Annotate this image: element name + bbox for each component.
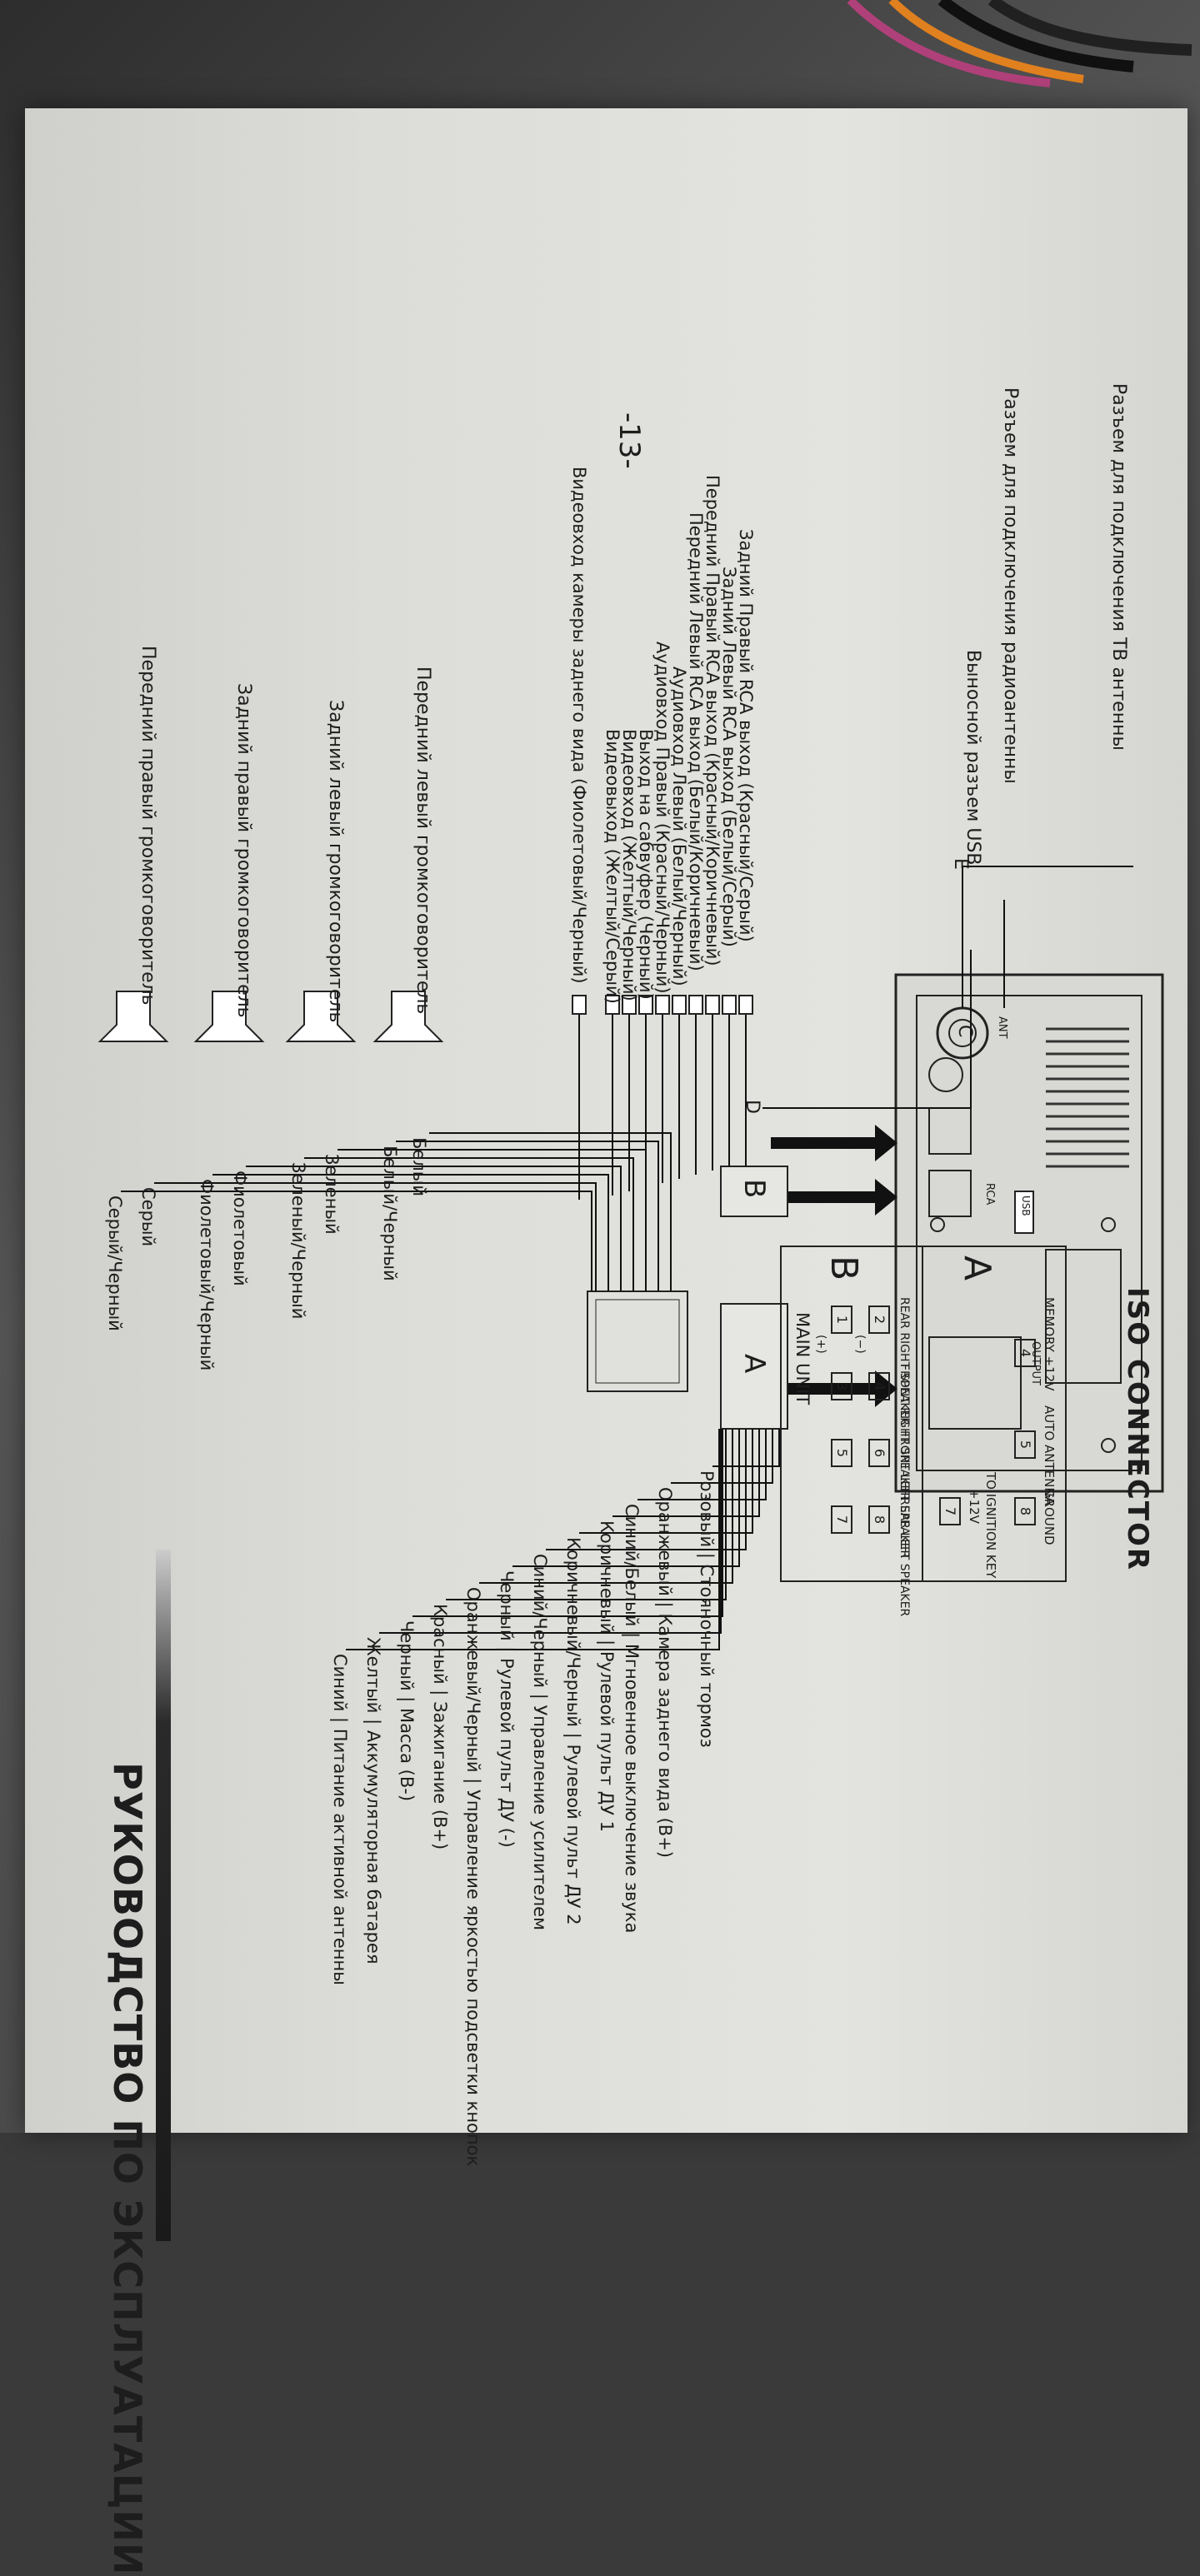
- connector-e-letter: E: [950, 858, 971, 870]
- wiring-diagram: [98, 866, 1164, 1650]
- usb-label: Выносной разъем USB: [962, 650, 983, 866]
- wire-label-violet-black: Фиолетовый/Черный: [197, 1179, 217, 1371]
- wire-label-white: Белый: [409, 1137, 429, 1196]
- iso-b-letter: B: [822, 1256, 865, 1281]
- iso-memory-label: MEMORY +12V: [1042, 1297, 1057, 1391]
- iso-ignition-label: TO IGNITION KEY: [983, 1472, 998, 1579]
- wire-label-grey: Серый: [138, 1187, 158, 1247]
- footer-title: РУКОВОДСТВО ПО ЭКСПЛУАТАЦИИ: [105, 1762, 150, 2576]
- rca-label-9: Видеовыход (Желтый/Серый): [602, 729, 622, 1004]
- harness-wire-8: Оранжевый/Черный | Управление яркостью п…: [463, 1587, 483, 2167]
- wire-label-violet: Фиолетовый: [230, 1171, 250, 1286]
- iso-pin-b8: 8: [868, 1505, 890, 1534]
- tv-antenna-label: Разъем для подключения ТВ антенны: [1108, 383, 1129, 751]
- harness-wire-12: Синий | Питание активной антенны: [330, 1654, 350, 1985]
- cable-bundle-photo: [847, 0, 1192, 87]
- harness-wire-9: Красный | Зажигание (B+): [430, 1604, 450, 1850]
- iso-pin-b2: 2: [868, 1305, 890, 1334]
- ant-label: ANT: [996, 1016, 1008, 1039]
- harness-wire-10: Черный | Масса (B-): [397, 1620, 417, 1802]
- usb-port-glyph: USB: [1020, 1196, 1032, 1216]
- speaker-rear-left-label: Задний левый громкоговоритель: [325, 700, 346, 1023]
- rca-socket-label: RCA: [983, 1183, 996, 1206]
- iso-pin-a5: 5: [1014, 1430, 1036, 1459]
- harness-wire-5: Коричневый/Черный | Рулевой пульт ДУ 2: [563, 1537, 583, 1925]
- iso-connector-diagram: A B MEMORY +12V 4 AUTO ANTENNA 5 GROUND …: [780, 1246, 1067, 1616]
- iso-pin-b7: 7: [831, 1505, 852, 1534]
- iso-pin-b5: 5: [831, 1439, 852, 1467]
- harness-wire-7: Черный | Рулевой пульт ДУ (-): [497, 1570, 517, 1848]
- iso-minus-sign: (−): [853, 1335, 867, 1354]
- iso-connector-title: ISO CONNECTOR: [1121, 1287, 1154, 1572]
- speaker-front-right-label: Передний правый громкоговоритель: [138, 646, 158, 1006]
- harness-wire-4: Коричневый | Рулевой пульт ДУ 1: [597, 1520, 617, 1832]
- harness-wire-6: Синий/Черный | Управление усилителем: [530, 1554, 550, 1930]
- iso-pin-b1: 1: [831, 1305, 852, 1334]
- wire-label-green-black: Зеленый/Черный: [288, 1162, 308, 1320]
- iso-rear-left-label: REAR LEFT SPEAKER: [898, 1497, 911, 1617]
- page-number: -13-: [612, 412, 646, 469]
- speaker-front-left-label: Передний левый громкоговоритель: [412, 666, 433, 1015]
- iso-pin-b4: 4: [868, 1372, 890, 1400]
- connector-a-letter: A: [738, 1354, 771, 1374]
- harness-wire-11: Желтый | Аккумуляторная батарея: [363, 1637, 383, 1964]
- harness-wire-2: Оранжевый | Камера заднего вида (B+): [655, 1487, 675, 1858]
- wire-label-white-black: Белый/Черный: [380, 1146, 400, 1281]
- connector-b-letter: B: [738, 1179, 771, 1199]
- footer-rule: [156, 1550, 171, 2241]
- rca-label-10: Видеовход камеры заднего вида (Фиолетовы…: [569, 467, 589, 984]
- speaker-rear-right-label: Задний правый громкоговоритель: [233, 683, 254, 1018]
- iso-pin-b6: 6: [868, 1439, 890, 1467]
- iso-pin-b3: 3: [831, 1372, 852, 1400]
- wire-label-green: Зеленый: [322, 1154, 342, 1235]
- wire-label-grey-black: Серый/Черный: [105, 1196, 125, 1331]
- rotated-page-content: -13- РУКОВОДСТВО ПО ЭКСПЛУАТАЦИИ Разъем …: [50, 217, 1200, 2576]
- iso-ground-label: GROUND: [1042, 1489, 1057, 1545]
- harness-wire-3: Синий/Белый | Мгновенное выключение звук…: [622, 1504, 642, 1934]
- manual-page: -13- РУКОВОДСТВО ПО ЭКСПЛУАТАЦИИ Разъем …: [25, 108, 1188, 2576]
- iso-pin-a4: 4: [1014, 1339, 1036, 1367]
- harness-wire-1: Розовый | Стояночный тормоз: [697, 1470, 717, 1748]
- connector-c-letter: C: [954, 1025, 975, 1038]
- iso-pin-a8: 8: [1014, 1497, 1036, 1525]
- iso-a-letter: A: [956, 1256, 998, 1281]
- iso-plus-sign: (+): [814, 1335, 828, 1354]
- iso-pin-a7: 7: [939, 1497, 961, 1525]
- iso-plus12-label: +12V: [967, 1489, 982, 1524]
- radio-antenna-label: Разъем для подключения радиоантенны: [1000, 387, 1021, 784]
- connector-d-letter: D: [742, 1100, 762, 1114]
